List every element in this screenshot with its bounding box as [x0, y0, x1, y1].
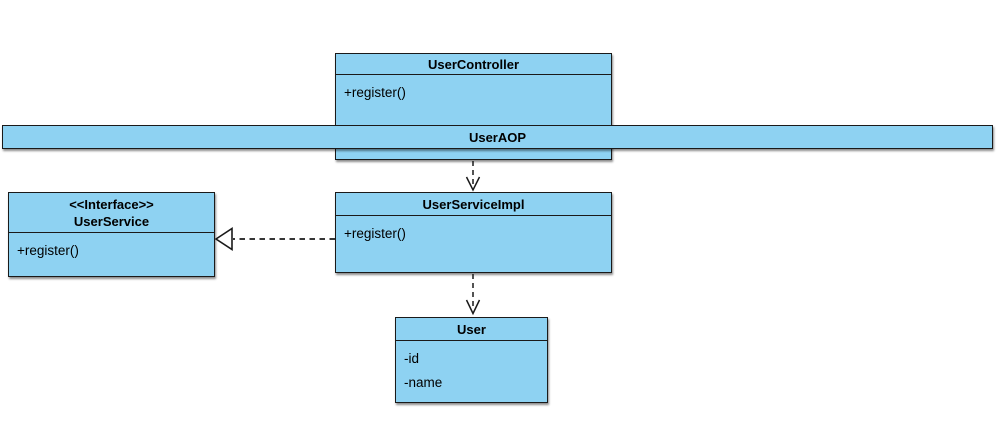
interface-title-userservice: <<Interface>> UserService [9, 193, 214, 233]
class-member: -id [404, 351, 420, 366]
class-members-userserviceimpl: +register() [336, 216, 611, 252]
realization-arrow-serviceimpl-to-userservice [214, 227, 335, 251]
aop-bar-useraop: UserAOP [2, 125, 993, 149]
class-title-user: User [396, 318, 547, 341]
interface-members-userservice: +register() [9, 233, 214, 269]
class-node-userserviceimpl: UserServiceImpl +register() [335, 192, 612, 273]
class-member: +register() [344, 226, 406, 241]
class-member: +register() [344, 85, 406, 100]
class-title-usercontroller: UserController [336, 54, 611, 75]
class-title-userserviceimpl: UserServiceImpl [336, 193, 611, 216]
class-members-usercontroller: +register() [336, 75, 611, 111]
dependency-arrow-controller-to-serviceimpl [465, 161, 481, 192]
aop-bar-title: UserAOP [468, 129, 527, 145]
interface-node-userservice: <<Interface>> UserService +register() [8, 192, 215, 277]
class-member: -name [404, 375, 443, 390]
class-members-user: -id -name [396, 341, 547, 401]
dependency-arrow-serviceimpl-to-user [465, 274, 481, 316]
class-node-user: User -id -name [395, 317, 548, 403]
interface-name: UserService [73, 213, 150, 229]
interface-stereotype: <<Interface>> [69, 196, 154, 212]
class-member: +register() [17, 243, 79, 258]
